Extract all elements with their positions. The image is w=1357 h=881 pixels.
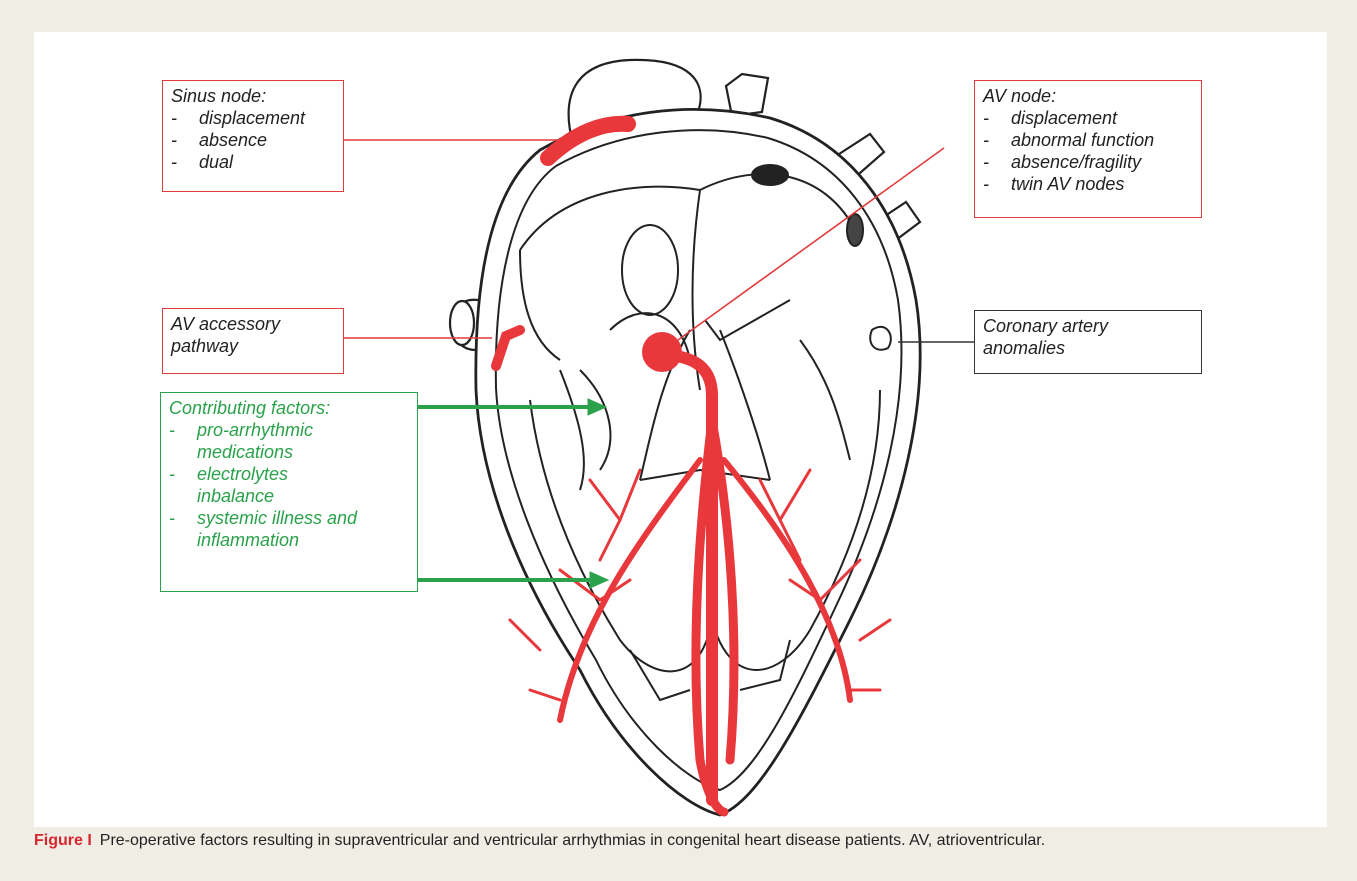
sinus-node-title: Sinus node: [171, 85, 335, 107]
sinus-node-item: displacement [171, 107, 335, 129]
av-node-item: abnormal function [983, 129, 1193, 151]
coronary-line1: Coronary artery [983, 315, 1193, 337]
av-node-box: AV node: displacement abnormal function … [974, 80, 1202, 218]
contributing-factors-box: Contributing factors: pro-arrhythmic med… [160, 392, 418, 592]
pulmonary-vessel [726, 74, 768, 116]
accessory-line2: pathway [171, 335, 335, 357]
contributing-item: pro-arrhythmic medications [169, 419, 409, 463]
contributing-item-line: inbalance [197, 485, 409, 507]
accessory-pathway-box: AV accessory pathway [162, 308, 344, 374]
figure-label: Figure I [34, 832, 92, 849]
av-node-title: AV node: [983, 85, 1193, 107]
coronary-anomalies-box: Coronary artery anomalies [974, 310, 1202, 374]
contributing-title: Contributing factors: [169, 397, 409, 419]
contributing-item-line: pro-arrhythmic [197, 419, 409, 441]
sinus-node-item: dual [171, 151, 335, 173]
contributing-item-line: systemic illness and [197, 507, 409, 529]
contributing-item-line: medications [197, 441, 409, 463]
av-node-item: twin AV nodes [983, 173, 1193, 195]
contributing-item: systemic illness and inflammation [169, 507, 409, 551]
av-node-item: displacement [983, 107, 1193, 129]
sinus-node-item: absence [171, 129, 335, 151]
contributing-item: electrolytes inbalance [169, 463, 409, 507]
figure-caption: Figure I Pre-operative factors resulting … [34, 832, 1334, 850]
caption-text: Pre-operative factors resulting in supra… [100, 832, 1045, 849]
accessory-line1: AV accessory [171, 313, 335, 335]
sinus-node-box: Sinus node: displacement absence dual [162, 80, 344, 192]
contributing-item-line: electrolytes [197, 463, 409, 485]
av-node-item: absence/fragility [983, 151, 1193, 173]
av-node-mark [642, 332, 682, 372]
contributing-item-line: inflammation [197, 529, 409, 551]
coronary-line2: anomalies [983, 337, 1193, 359]
